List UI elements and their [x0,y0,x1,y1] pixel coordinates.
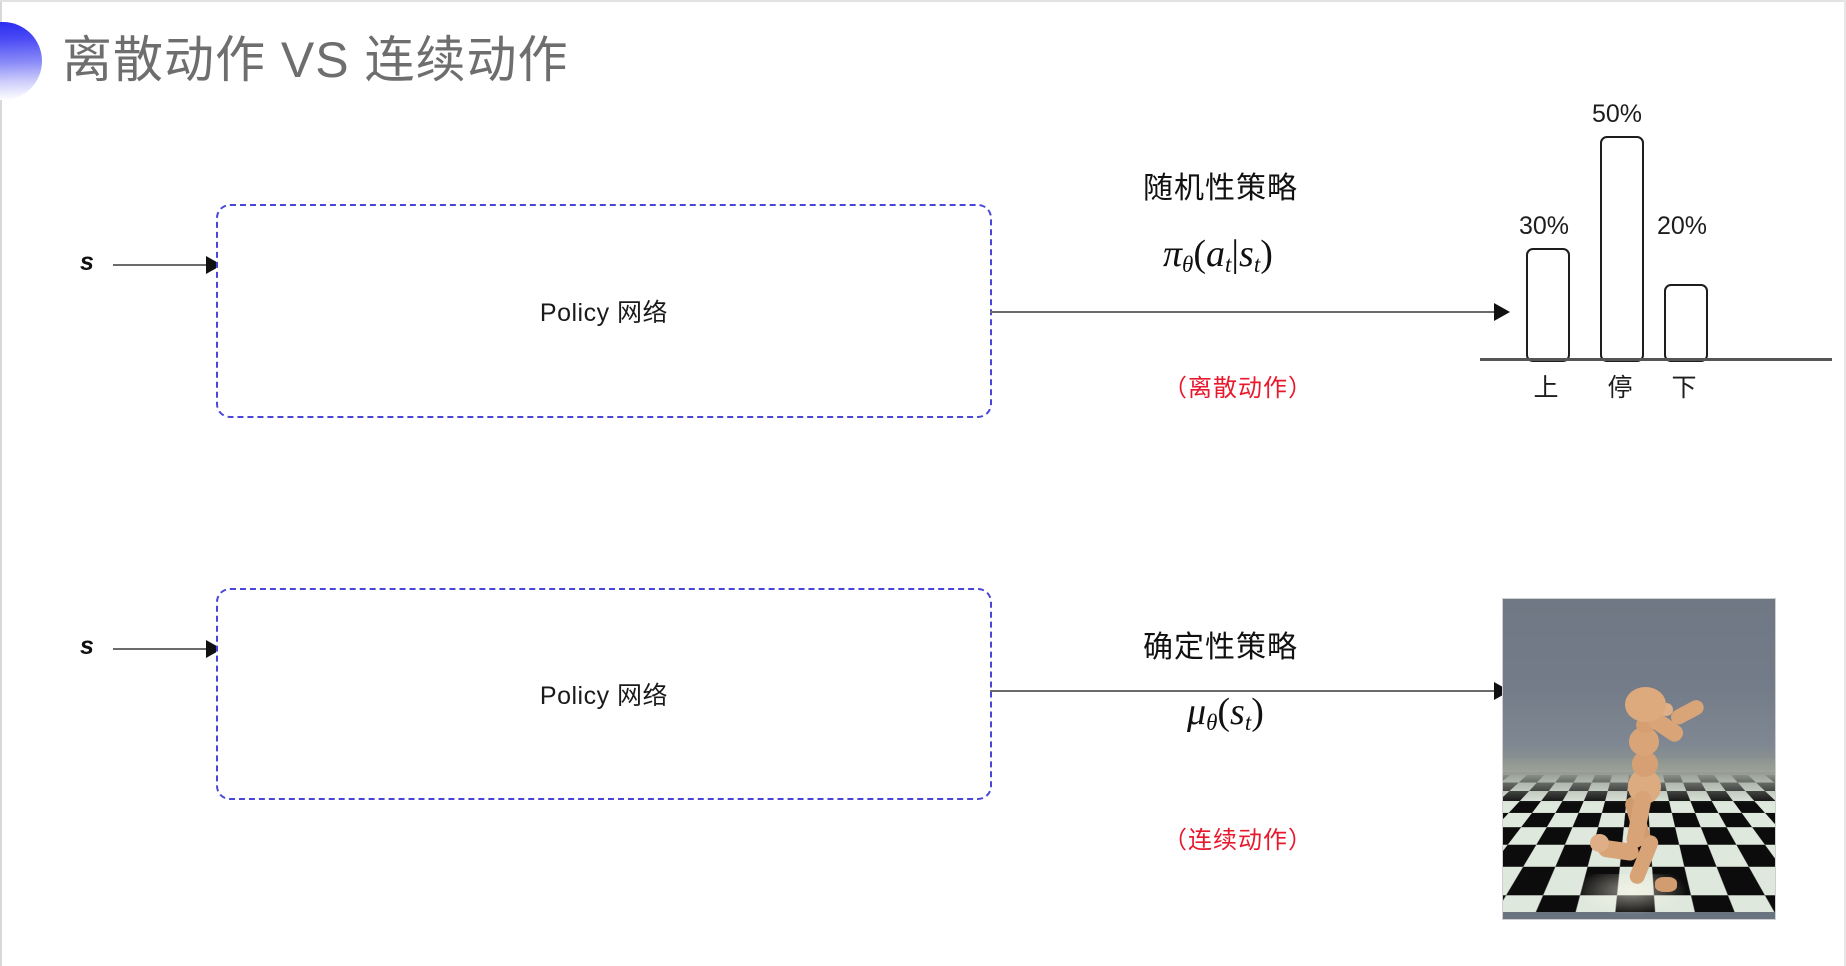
policy-network-label-continuous: Policy 网络 [539,682,669,710]
output-arrow-head-discrete [1494,303,1510,321]
action-type-note-continuous: （连续动作） [1163,827,1313,854]
formula-mu: μ [1187,691,1207,733]
formula-action: a [1206,233,1226,275]
mujoco-humanoid-image [1502,598,1776,920]
formula-open-paren-2: ( [1217,691,1231,733]
bar-value-0: 30% [1518,212,1570,240]
humanoid-back-foot [1590,834,1610,852]
formula-open-paren: ( [1193,233,1207,275]
chart-baseline-axis [1480,358,1832,361]
bar-value-1: 50% [1591,100,1643,128]
output-arrow-line-continuous [990,690,1502,692]
formula-state-sub: t [1253,252,1261,277]
formula-bar: | [1231,233,1240,275]
formula-stochastic-policy: πθ(at|st) [1163,232,1273,278]
action-type-note-discrete: （离散动作） [1163,375,1313,402]
bar-category-2: 下 [1671,374,1697,402]
slide-right-border [1844,0,1846,966]
formula-close-paren-2: ) [1251,691,1264,733]
slide-left-border [0,0,2,966]
bar-2 [1664,284,1708,362]
formula-deterministic-policy: μθ(st) [1187,690,1264,736]
page-title: 离散动作 VS 连续动作 [62,32,569,88]
formula-theta: θ [1182,252,1194,277]
formula-action-sub: t [1225,252,1232,277]
formula-state-2: s [1230,691,1245,733]
half-circle-gradient-icon [0,22,42,100]
bar-1 [1600,136,1644,362]
formula-theta-2: θ [1206,710,1218,735]
bar-category-0: 上 [1533,374,1559,402]
discrete-action-bar-chart: 30% 50% 20% 上 停 下 [1470,100,1846,402]
policy-type-label-discrete: 随机性策略 [1143,172,1298,205]
bar-value-2: 20% [1656,212,1708,240]
formula-close-paren: ) [1260,233,1273,275]
policy-network-box-discrete[interactable]: Policy 网络 [216,204,992,418]
formula-state-sub-2: t [1244,710,1252,735]
formula-state: s [1239,233,1254,275]
input-arrow-line-continuous [113,648,216,650]
humanoid-head [1625,687,1667,723]
input-state-label-discrete: s [80,248,94,276]
slide-top-border [0,0,1846,2]
policy-network-box-continuous[interactable]: Policy 网络 [216,588,992,800]
bar-category-1: 停 [1607,374,1633,402]
policy-network-label-discrete: Policy 网络 [539,299,669,327]
humanoid-front-foot [1655,877,1678,893]
policy-type-label-continuous: 确定性策略 [1143,631,1298,664]
input-state-label-continuous: s [80,632,94,660]
output-arrow-line-discrete [990,311,1502,313]
bar-0 [1526,248,1570,362]
formula-pi: π [1163,233,1183,275]
input-arrow-line-discrete [113,264,216,266]
